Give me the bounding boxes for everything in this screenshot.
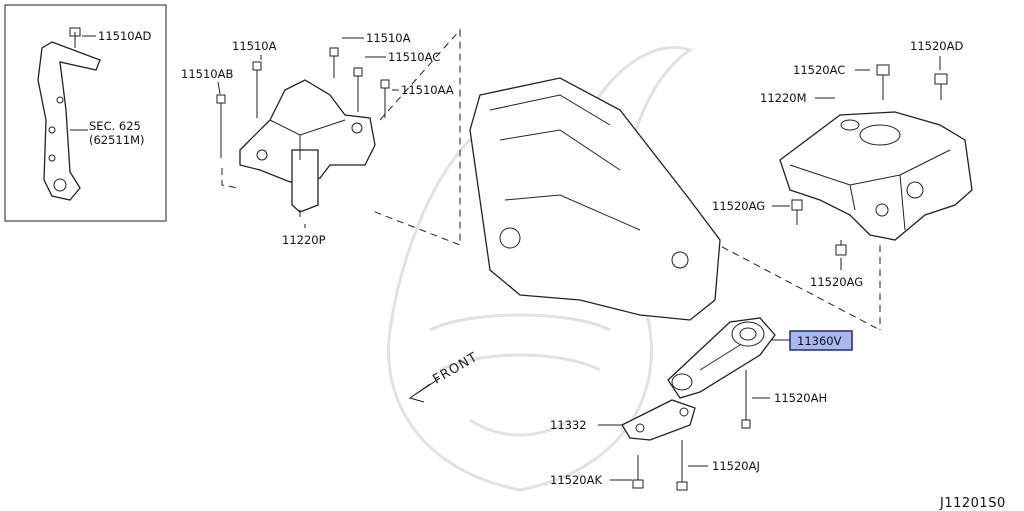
label-11510ad[interactable]: 11510AD bbox=[98, 29, 151, 43]
label-11332[interactable]: 11332 bbox=[550, 418, 587, 432]
bolts-left bbox=[216, 47, 390, 158]
inset-frame bbox=[4, 4, 167, 222]
label-11520ag-1[interactable]: 11520AG bbox=[712, 199, 765, 213]
engine-mount-11220p bbox=[239, 79, 376, 213]
label-11510ac[interactable]: 11510AC bbox=[388, 50, 440, 64]
bracket-sec625 bbox=[37, 27, 101, 201]
bolts-right bbox=[791, 64, 948, 256]
engine-block bbox=[469, 77, 721, 321]
label-11520ak[interactable]: 11520AK bbox=[550, 473, 602, 487]
bolt-11520ah bbox=[741, 370, 751, 429]
label-62511m: (62511M) bbox=[89, 133, 144, 147]
label-11510ab[interactable]: 11510AB bbox=[181, 67, 233, 81]
label-11510a-right[interactable]: 11510A bbox=[366, 31, 411, 45]
front-arrow-icon bbox=[408, 377, 441, 403]
torque-rod-11360v bbox=[667, 317, 776, 399]
label-front: FRONT bbox=[431, 350, 481, 388]
label-11510a-left[interactable]: 11510A bbox=[232, 39, 277, 53]
label-11520ag-2[interactable]: 11520AG bbox=[810, 275, 863, 289]
label-11510aa[interactable]: 11510AA bbox=[401, 83, 454, 97]
diagram-code: J11201S0 bbox=[939, 496, 1006, 511]
label-11220p[interactable]: 11220P bbox=[282, 233, 326, 247]
label-11520ad[interactable]: 11520AD bbox=[910, 39, 963, 53]
label-11520aj[interactable]: 11520AJ bbox=[712, 459, 760, 473]
bracket-11332 bbox=[621, 399, 696, 441]
engine-mount-11220m bbox=[779, 111, 973, 241]
label-sec625[interactable]: SEC. 625 bbox=[89, 119, 141, 133]
label-11220m[interactable]: 11220M bbox=[760, 91, 807, 105]
label-11520ah[interactable]: 11520AH bbox=[774, 391, 827, 405]
bolts-bottom bbox=[632, 440, 688, 491]
label-11520ac[interactable]: 11520AC bbox=[793, 63, 845, 77]
label-11360v[interactable]: 11360V bbox=[797, 334, 842, 348]
